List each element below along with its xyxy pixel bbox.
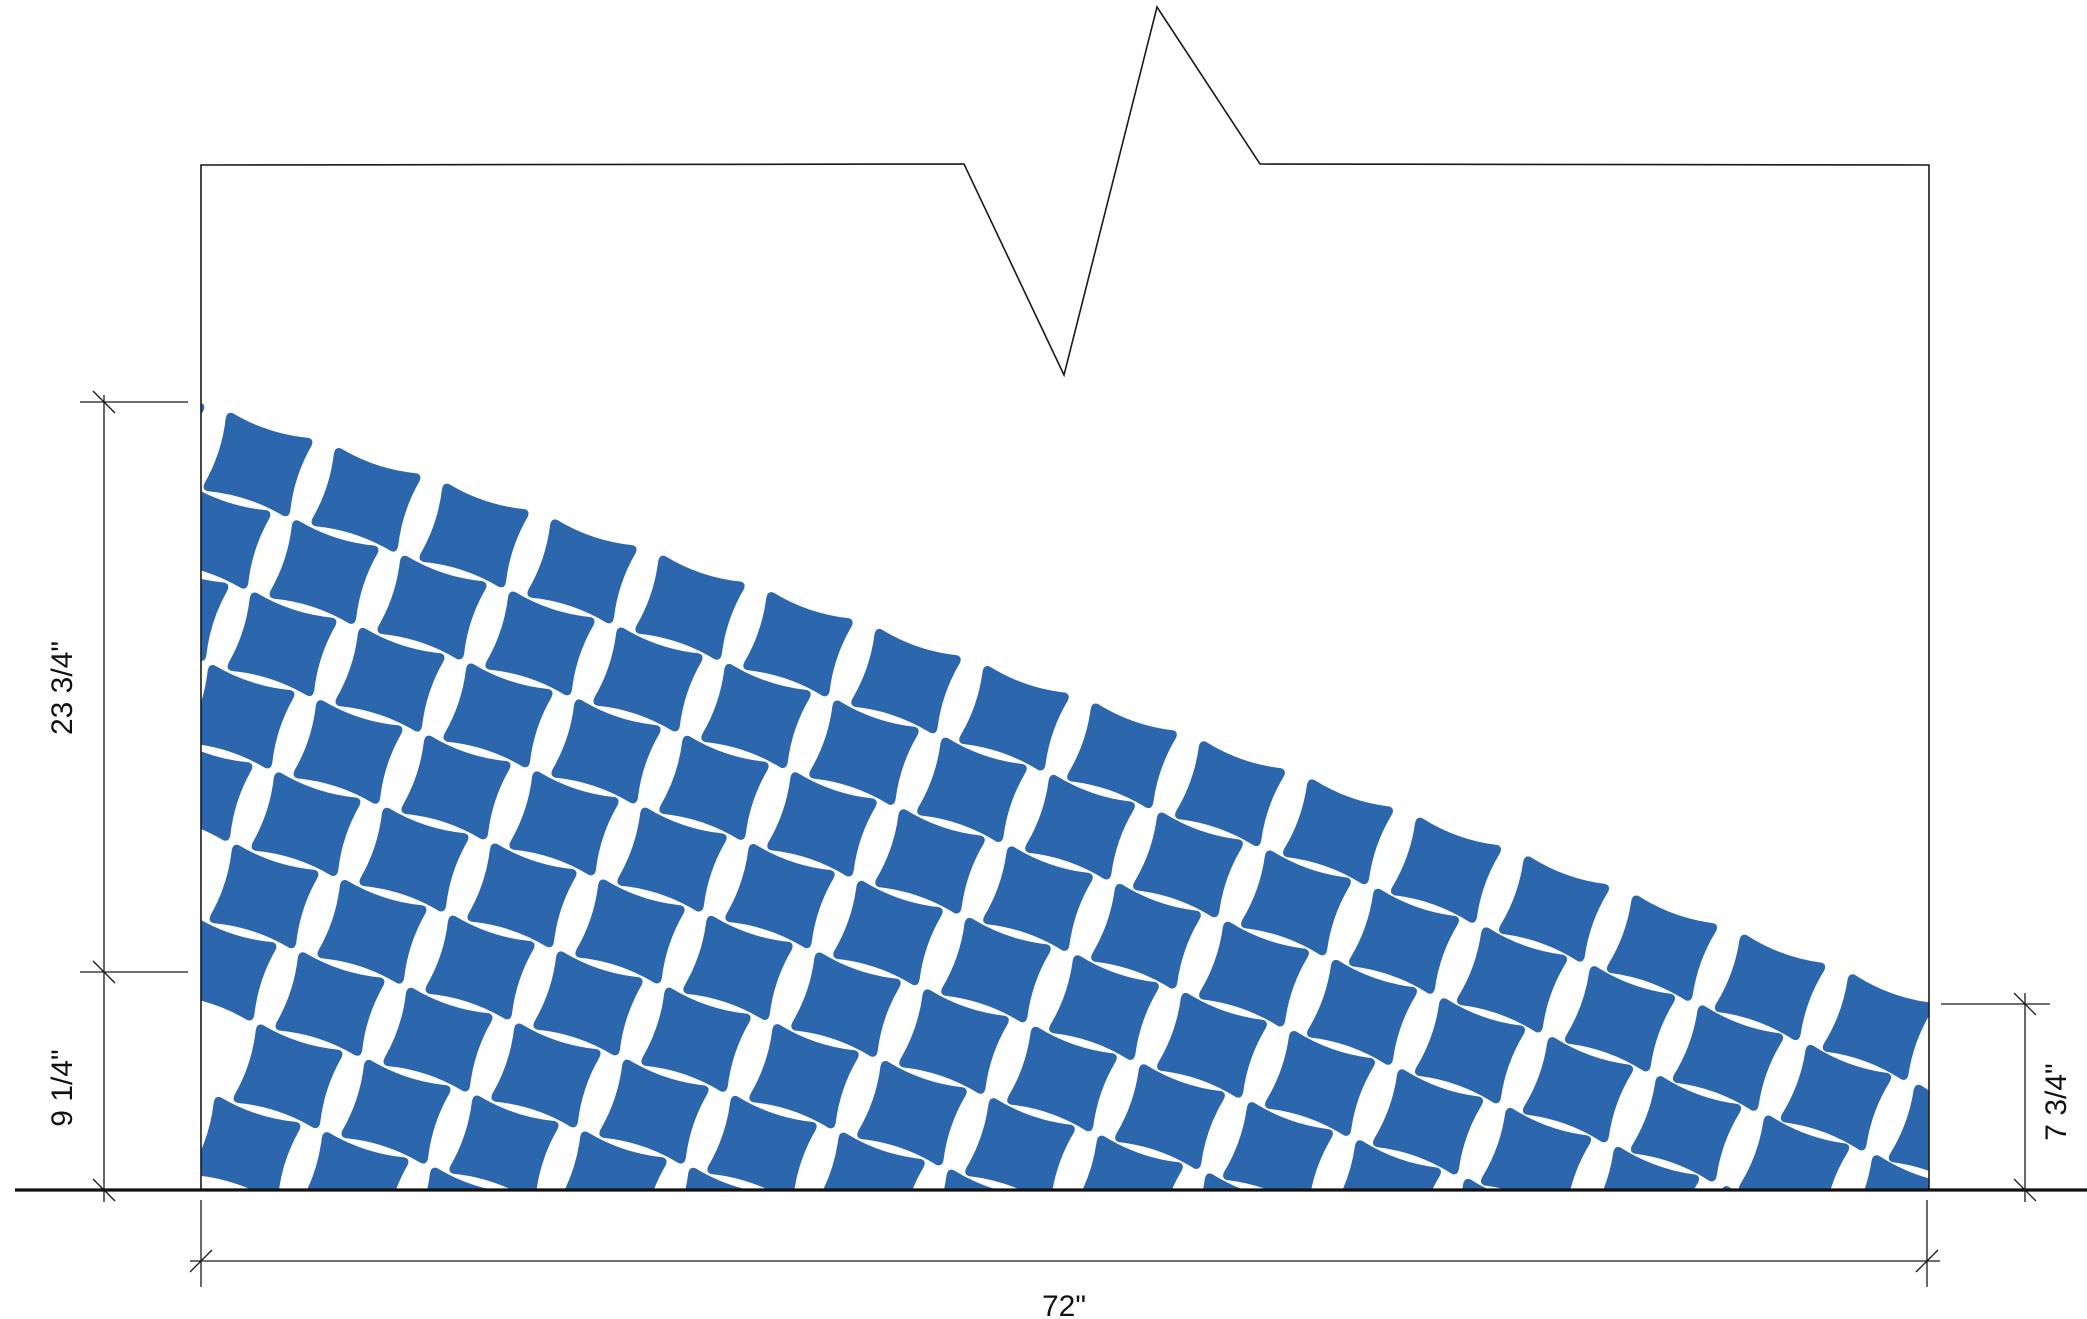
paver-stone bbox=[514, 1202, 626, 1308]
bottom-dimension bbox=[189, 1200, 1940, 1287]
right-height-label: 7 3/4" bbox=[2040, 1063, 2073, 1140]
wall-outline bbox=[200, 5, 1930, 1189]
paver-stone bbox=[1953, 1194, 2066, 1302]
paver-pattern bbox=[201, 376, 2066, 1310]
left-dimension bbox=[80, 390, 188, 1202]
paver-stone bbox=[1437, 1177, 1551, 1189]
paver-stone bbox=[1695, 1184, 1809, 1189]
upper-height-label: 23 3/4" bbox=[46, 641, 79, 735]
paver-stone bbox=[201, 376, 206, 483]
paver-stone bbox=[1845, 1153, 1929, 1189]
lower-height-label: 9 1/4" bbox=[46, 1049, 79, 1126]
right-dimension bbox=[1941, 992, 2050, 1202]
width-label: 72" bbox=[1042, 1290, 1086, 1319]
paver-stone bbox=[772, 1203, 884, 1310]
